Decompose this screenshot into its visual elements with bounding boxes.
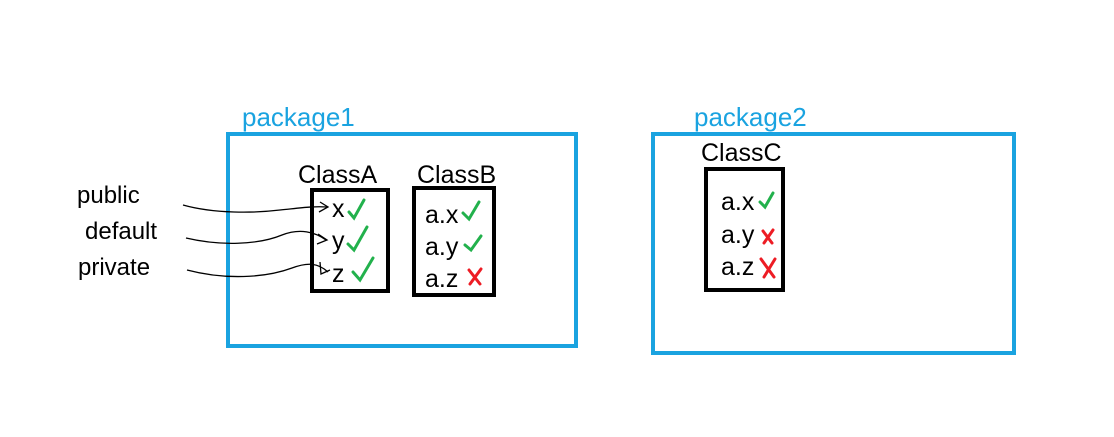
classB-label: ClassB — [417, 161, 497, 189]
modifier-public-label: public — [77, 182, 140, 209]
modifier-private-label: private — [78, 254, 151, 281]
classB-member-ay: a.y — [425, 233, 459, 261]
classC-label: ClassC — [701, 139, 782, 167]
classA-box — [310, 188, 390, 293]
package2-box — [651, 132, 1016, 355]
classA-member-x: x — [332, 195, 345, 223]
package1-box — [226, 132, 578, 348]
classC-member-az: a.z — [721, 253, 755, 281]
classB-member-ax: a.x — [425, 201, 459, 229]
classC-box — [704, 167, 785, 292]
classB-box — [412, 186, 496, 297]
package1-label: package1 — [242, 102, 355, 132]
classB-member-az: a.z — [425, 265, 459, 293]
classA-member-z: z — [332, 260, 345, 288]
classC-member-ay: a.y — [721, 221, 755, 249]
classC-member-ax: a.x — [721, 188, 755, 216]
classA-member-y: y — [332, 227, 345, 255]
package2-label: package2 — [694, 102, 807, 132]
modifier-default-label: default — [85, 218, 158, 245]
classA-label: ClassA — [298, 161, 378, 189]
